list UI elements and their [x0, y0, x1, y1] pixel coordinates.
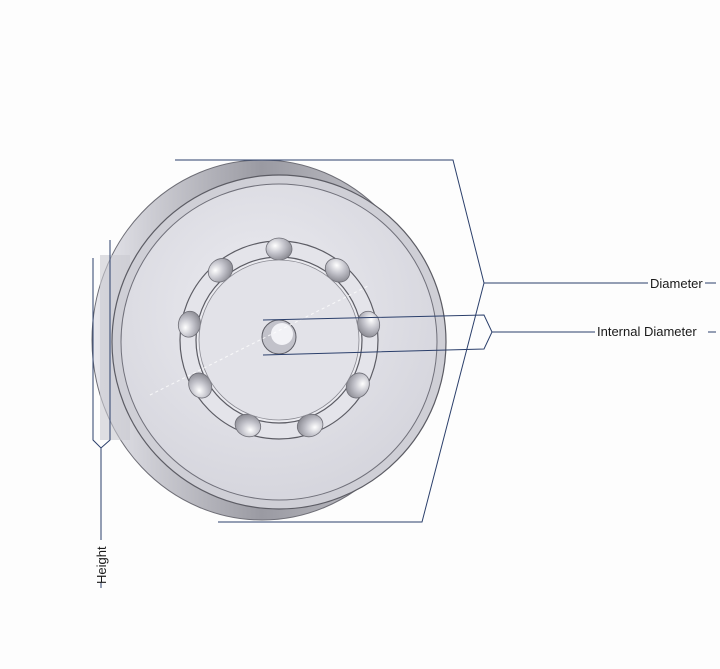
bearing-ball	[265, 237, 293, 261]
internal-diameter-leader	[262, 314, 716, 356]
internal-diameter-label: Internal Diameter	[597, 324, 697, 339]
diameter-label: Diameter	[650, 276, 703, 291]
diameter-leader	[175, 159, 716, 523]
height-leader	[92, 240, 111, 588]
height-label: Height	[94, 546, 109, 584]
axis-line	[149, 284, 371, 396]
